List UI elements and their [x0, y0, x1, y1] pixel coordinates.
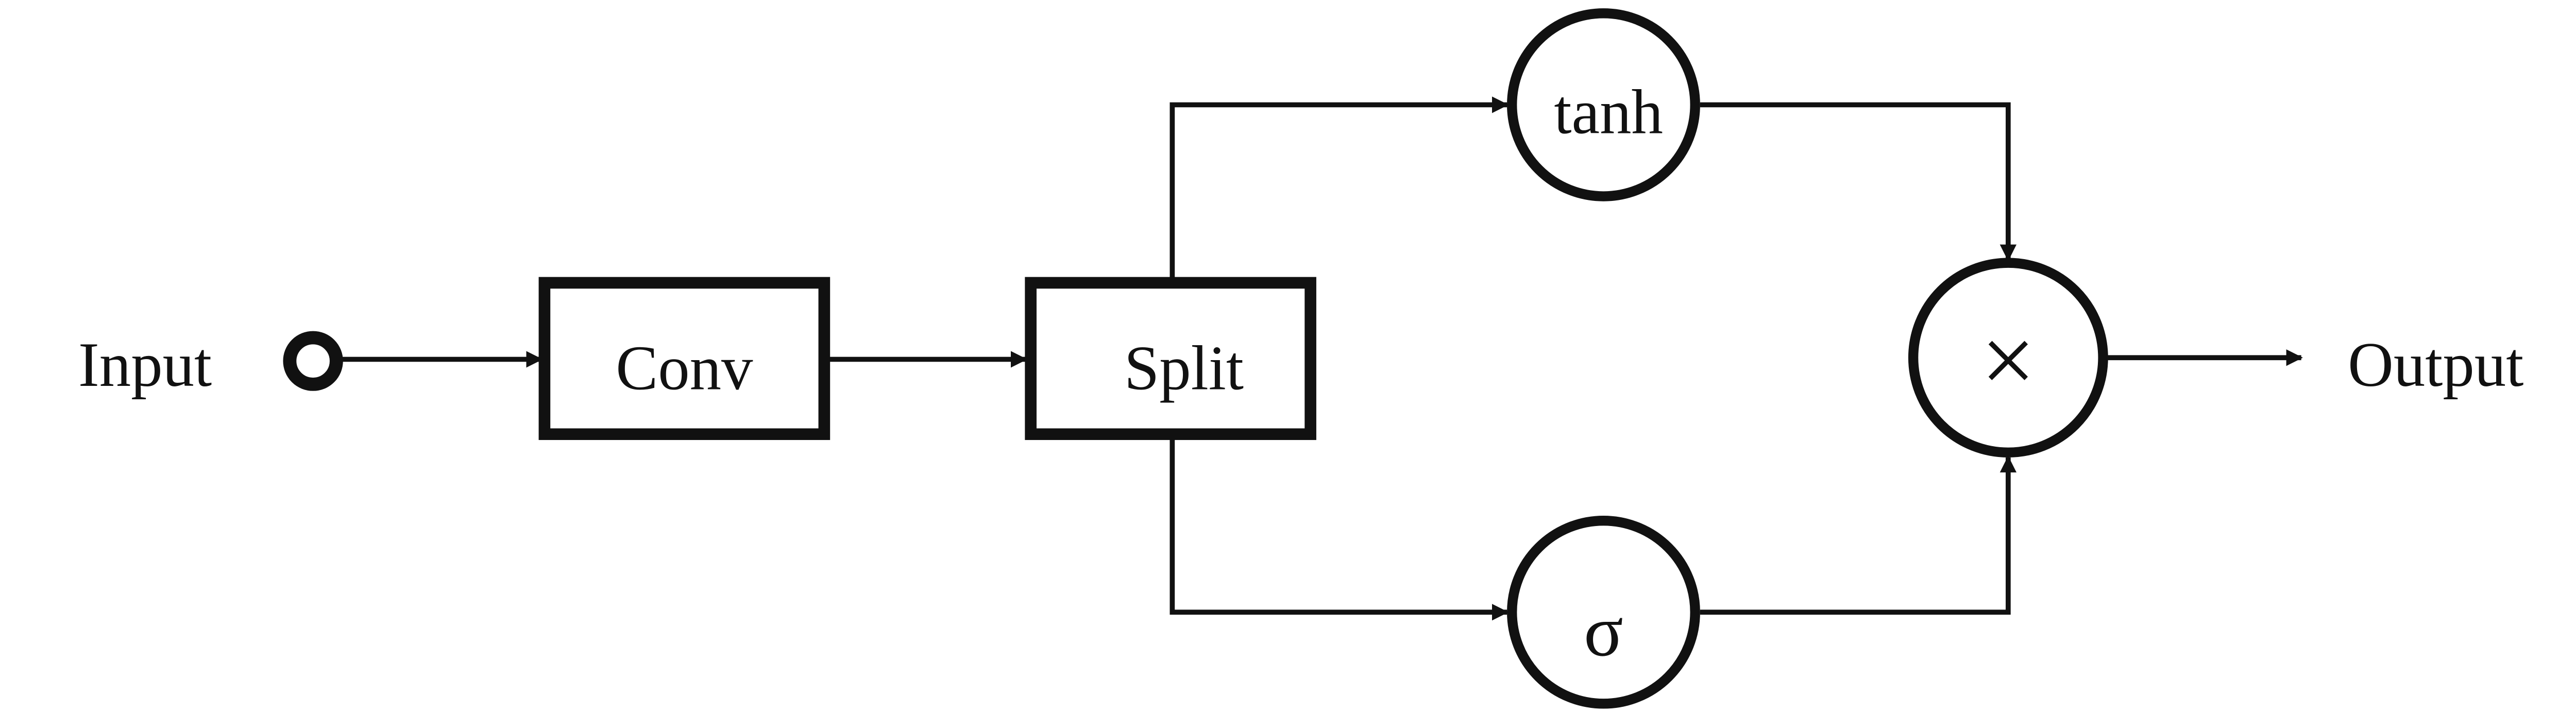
conv-box — [538, 277, 831, 440]
sigma-label: σ — [1584, 590, 1623, 671]
split-label: Split — [1124, 333, 1244, 403]
input-terminal — [283, 331, 343, 391]
sigma-node — [1507, 515, 1700, 709]
output-label: Output — [2348, 330, 2523, 400]
arrow-tanh-to-multiply — [1700, 102, 2017, 261]
conv-label: Conv — [616, 333, 753, 403]
input-label: Input — [78, 330, 212, 400]
multiply-node — [1908, 258, 2108, 457]
tanh-label: tanh — [1554, 77, 1663, 147]
arrow-split-to-tanh — [1170, 96, 1509, 278]
arrow-sigma-to-multiply — [1700, 455, 2017, 615]
split-box — [1025, 277, 1316, 440]
multiply-label: × — [1981, 307, 2036, 414]
arrow-split-to-sigma — [1170, 439, 1509, 621]
tanh-node — [1507, 8, 1700, 201]
